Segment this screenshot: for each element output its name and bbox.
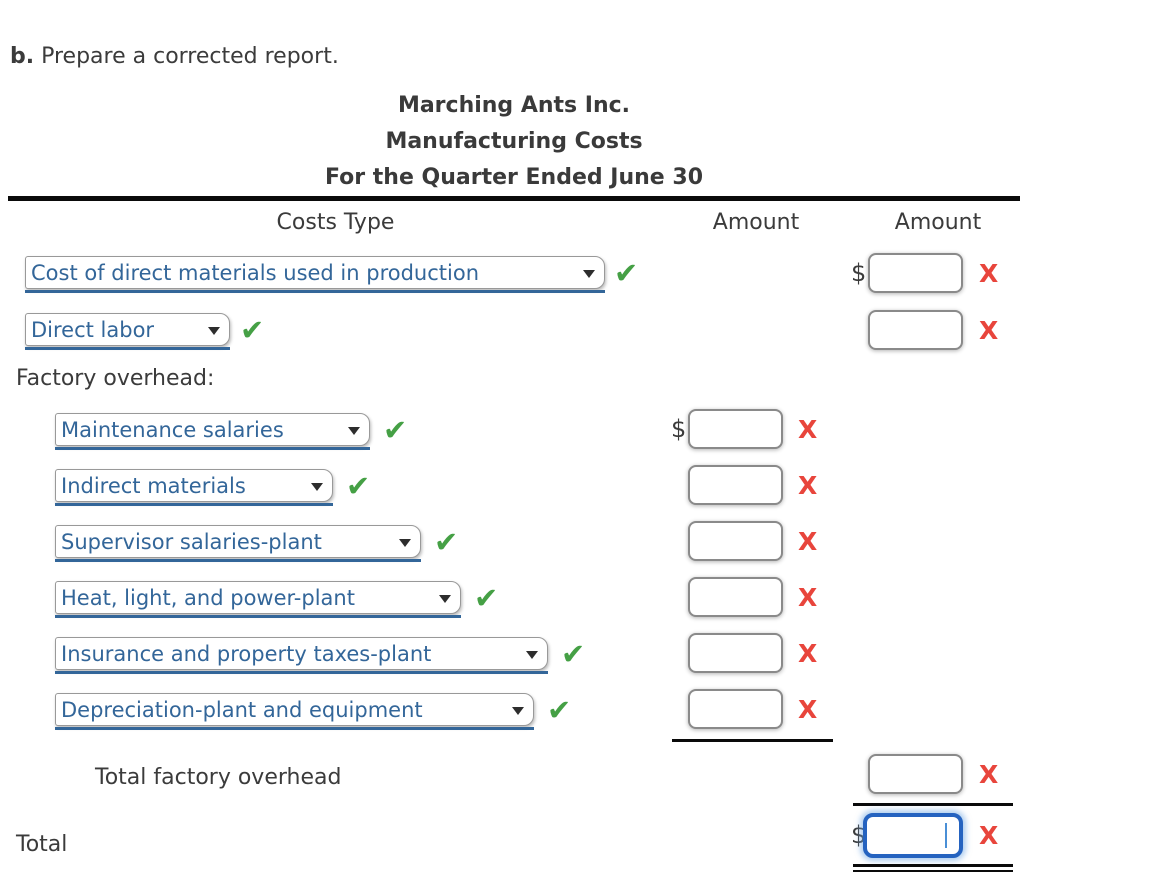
select-underline [55,614,461,618]
correct-check-icon: ✔ [614,255,639,290]
dropdown-arrow-icon [348,426,360,435]
select-insurance-property-taxes[interactable]: Insurance and property taxes-plant [55,637,548,670]
grand-total-double-rule-top [853,864,1013,867]
select-underline [55,446,370,450]
amount-input-heat-light-power[interactable] [688,577,783,617]
instruction-prefix: b. [10,44,35,69]
correct-check-icon: ✔ [383,412,408,447]
select-underline [55,726,534,730]
dropdown-arrow-icon [311,482,323,491]
dropdown-arrow-icon [526,650,538,659]
incorrect-x-icon: X [979,759,999,789]
incorrect-x-icon: X [798,526,818,556]
correct-check-icon: ✔ [346,468,371,503]
select-insurance-property-taxes-value: Insurance and property taxes-plant [61,641,432,666]
report-title-company: Marching Ants Inc. [397,93,631,118]
total-label: Total [16,832,68,857]
select-supervisor-salaries-value: Supervisor salaries-plant [61,529,322,554]
column-header-amount-outer: Amount [894,210,982,235]
correct-check-icon: ✔ [434,524,459,559]
dropdown-arrow-icon [399,538,411,547]
select-underline [55,670,548,674]
incorrect-x-icon: X [979,315,999,345]
amount-input-direct-labor[interactable] [868,310,963,350]
grand-total-double-rule-bottom [853,869,1013,872]
select-indirect-materials-value: Indirect materials [61,473,246,498]
inner-column-total-rule [672,739,833,742]
amount-input-indirect-materials[interactable] [688,465,783,505]
text-cursor [944,823,947,848]
dollar-sign: $ [851,259,867,287]
select-depreciation-plant-equipment[interactable]: Depreciation-plant and equipment [55,693,534,726]
select-underline [55,502,333,506]
amount-input-total[interactable] [869,819,957,852]
column-header-amount-inner: Amount [712,210,800,235]
report-title-statement: Manufacturing Costs [385,129,643,154]
incorrect-x-icon: X [798,582,818,612]
report-title-period: For the Quarter Ended June 30 [325,165,703,190]
amount-input-maintenance-salaries[interactable] [688,409,783,449]
select-maintenance-salaries[interactable]: Maintenance salaries [55,413,370,446]
select-direct-labor[interactable]: Direct labor [25,313,230,346]
outer-column-total-rule [853,803,1013,806]
instruction-text: Prepare a corrected report. [41,44,339,69]
amount-input-supervisor-salaries[interactable] [688,521,783,561]
select-direct-labor-value: Direct labor [31,317,155,342]
dropdown-arrow-icon [512,706,524,715]
factory-overhead-label: Factory overhead: [16,366,215,391]
correct-check-icon: ✔ [547,692,572,727]
select-depreciation-plant-equipment-value: Depreciation-plant and equipment [61,697,423,722]
amount-input-total-factory-overhead[interactable] [868,754,963,794]
select-maintenance-salaries-value: Maintenance salaries [61,417,284,442]
dropdown-arrow-icon [439,594,451,603]
select-heat-light-power-value: Heat, light, and power-plant [61,585,355,610]
correct-check-icon: ✔ [240,312,265,347]
report-title: Marching Ants Inc. Manufacturing Costs F… [8,88,1020,196]
dropdown-arrow-icon [583,269,595,278]
amount-input-insurance-property-taxes[interactable] [688,633,783,673]
select-underline [55,558,421,562]
title-divider-rule [8,196,1020,201]
dollar-sign: $ [671,415,687,443]
incorrect-x-icon: X [798,470,818,500]
correct-check-icon: ✔ [474,580,499,615]
incorrect-x-icon: X [979,258,999,288]
dropdown-arrow-icon [208,326,220,335]
column-header-costs-type: Costs Type [276,210,395,235]
select-underline [25,346,230,350]
select-cost-of-direct-materials-value: Cost of direct materials used in product… [31,260,480,285]
amount-input-direct-materials[interactable] [868,253,963,293]
amount-input-depreciation[interactable] [688,689,783,729]
select-underline [25,289,605,293]
amount-input-total-focused[interactable] [863,813,963,858]
incorrect-x-icon: X [798,414,818,444]
incorrect-x-icon: X [979,820,999,850]
total-factory-overhead-label: Total factory overhead [95,765,342,790]
instruction-line: b. Prepare a corrected report. [10,44,339,69]
correct-check-icon: ✔ [561,636,586,671]
incorrect-x-icon: X [798,694,818,724]
select-cost-of-direct-materials[interactable]: Cost of direct materials used in product… [25,256,605,289]
select-indirect-materials[interactable]: Indirect materials [55,469,333,502]
select-supervisor-salaries[interactable]: Supervisor salaries-plant [55,525,421,558]
select-heat-light-power[interactable]: Heat, light, and power-plant [55,581,461,614]
dollar-sign: $ [851,821,867,849]
incorrect-x-icon: X [798,638,818,668]
